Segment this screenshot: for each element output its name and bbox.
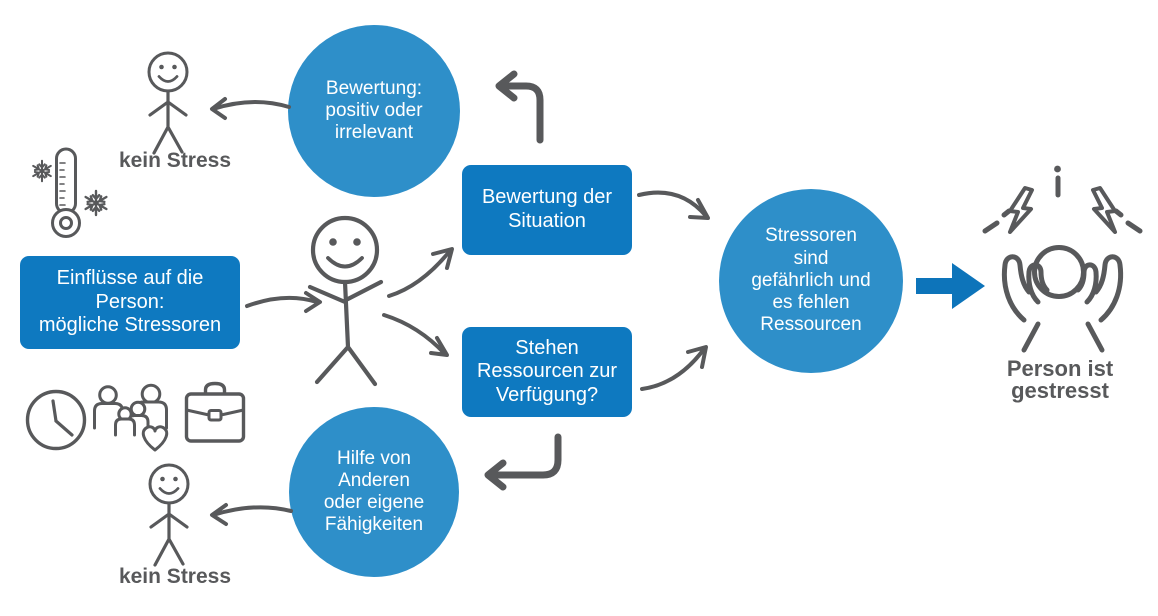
stressors-dangerous-circle: Stressoren sind gefährlich und es fehlen… xyxy=(719,189,903,373)
influences-box: Einflüsse auf die Person: mögliche Stres… xyxy=(20,256,240,349)
family-heart-icon xyxy=(93,383,169,452)
arrow-situation-to-appraisal-elbow-icon xyxy=(495,70,544,144)
arrow-help-to-no-stress-icon xyxy=(210,503,293,526)
stressed-person-icon xyxy=(982,165,1143,353)
resources-question-box: Stehen Ressourcen zur Verfügung? xyxy=(462,327,632,417)
stressors-dangerous-text: Stressoren sind gefährlich und es fehlen… xyxy=(751,225,871,336)
no-stress-label-top: kein Stress xyxy=(118,149,232,172)
clock-icon xyxy=(25,389,87,451)
help-resources-circle: Hilfe von Anderen oder eigene Fähigkeite… xyxy=(289,407,459,577)
stick-figure-icon xyxy=(307,215,384,387)
arrow-person-to-resources-icon xyxy=(382,313,449,357)
arrow-appraisal-to-no-stress-icon xyxy=(210,97,291,120)
arrow-person-to-situation-icon xyxy=(387,247,454,298)
resources-question-text: Stehen Ressourcen zur Verfügung? xyxy=(476,336,618,406)
no-stress-label-bottom: kein Stress xyxy=(118,565,232,588)
situation-appraisal-text: Bewertung der Situation xyxy=(481,186,613,232)
appraisal-positive-text: Bewertung: positiv oder irrelevant xyxy=(325,77,423,144)
briefcase-icon xyxy=(184,381,246,443)
help-resources-text: Hilfe von Anderen oder eigene Fähigkeite… xyxy=(323,447,425,536)
arrow-resources-to-help-elbow-icon xyxy=(484,433,562,491)
arrow-stressors-to-person-icon xyxy=(916,263,985,309)
situation-appraisal-box: Bewertung der Situation xyxy=(462,165,632,255)
appraisal-positive-circle: Bewertung: positiv oder irrelevant xyxy=(288,25,460,197)
stick-figure-icon xyxy=(147,51,189,155)
stick-figure-icon xyxy=(148,463,190,567)
person-stressed-label: Person ist gestresst xyxy=(1006,356,1114,403)
arrow-influences-to-person-icon xyxy=(245,291,322,313)
arrow-situation-to-stressors-icon xyxy=(637,190,710,220)
arrow-resources-to-stressors-icon xyxy=(640,345,708,391)
thermometer-snowflakes-icon xyxy=(18,147,118,238)
influences-text: Einflüsse auf die Person: mögliche Stres… xyxy=(38,267,222,337)
